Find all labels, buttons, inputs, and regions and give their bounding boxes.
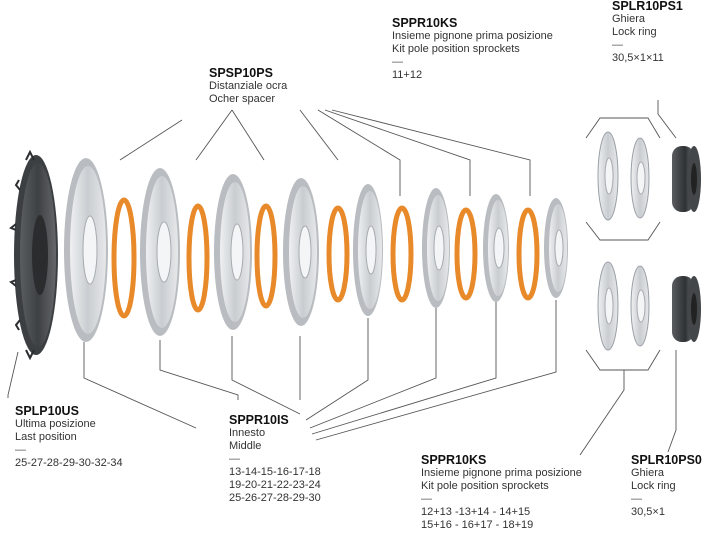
label-sppr10ks-bottom: SPPR10KS Insieme pignone prima posizione… <box>421 454 582 532</box>
spacer-3 <box>254 203 278 309</box>
part-code: SPPR10KS <box>421 453 487 467</box>
lock-ring-top <box>672 146 701 212</box>
part-name-en: Kit pole position sprockets <box>392 43 520 55</box>
part-name-it: Ghiera <box>631 467 665 479</box>
spacer-5 <box>390 205 414 303</box>
label-splr10ps0: SPLR10PS0 Ghiera Lock ring — 30,5×1 <box>631 454 702 519</box>
part-name-it: Innesto <box>229 427 266 439</box>
part-value: 30,5×1×11 <box>612 52 664 64</box>
part-name-en: Last position <box>15 431 77 443</box>
part-name-it: Ultima posizione <box>15 418 96 430</box>
part-name-it: Distanziale ocra <box>209 80 288 92</box>
part-code: SPLR10PS1 <box>612 0 683 13</box>
label-spsp10ps: SPSP10PS Distanziale ocra Ocher spacer <box>209 67 287 106</box>
part-name-en: Ocher spacer <box>209 93 276 105</box>
part-value: 25-26-27-28-29-30 <box>229 492 321 504</box>
sprocket-7 <box>483 194 509 302</box>
label-sppr10is: SPPR10IS Innesto Middle — 13-14-15-16-17… <box>229 414 321 505</box>
spacer-4 <box>326 205 350 303</box>
kit-sprockets-bottom <box>597 261 650 351</box>
spacer-1 <box>111 197 137 319</box>
part-name-en: Lock ring <box>631 480 676 492</box>
part-code: SPPR10IS <box>229 413 289 427</box>
part-name-en: Middle <box>229 440 262 452</box>
separator-dash: — <box>392 56 403 68</box>
sprocket-5 <box>353 184 383 316</box>
part-code: SPSP10PS <box>209 66 273 80</box>
part-value: 12+13 -13+14 - 14+15 <box>421 506 531 518</box>
part-name-en: Lock ring <box>612 26 657 38</box>
part-value: 19-20-21-22-23-24 <box>229 479 321 491</box>
sprocket-1 <box>64 158 108 342</box>
part-code: SPLP10US <box>15 404 79 418</box>
part-value: 15+16 - 16+17 - 18+19 <box>421 519 534 531</box>
spacer-6 <box>454 207 478 301</box>
label-splr10ps1: SPLR10PS1 Ghiera Lock ring — 30,5×1×11 <box>612 0 683 65</box>
part-code: SPPR10KS <box>392 16 458 30</box>
part-name-en: Kit pole position sprockets <box>421 480 549 492</box>
sprocket-8 <box>544 198 568 298</box>
sprocket-3 <box>214 174 252 330</box>
sprocket-last-position <box>9 149 58 361</box>
sprocket-4 <box>283 178 319 326</box>
sprocket-2 <box>140 168 180 336</box>
part-code: SPLR10PS0 <box>631 453 702 467</box>
separator-dash: — <box>612 39 623 51</box>
part-name-it: Insieme pignone prima posizione <box>392 30 553 42</box>
part-name-it: Ghiera <box>612 13 646 25</box>
spacer-2 <box>186 203 210 313</box>
separator-dash: — <box>631 493 642 505</box>
sprocket-6 <box>422 188 450 308</box>
label-splp10us: SPLP10US Ultima posizione Last position … <box>15 405 123 470</box>
separator-dash: — <box>15 444 26 456</box>
part-value: 13-14-15-16-17-18 <box>229 466 321 478</box>
label-sppr10ks-top: SPPR10KS Insieme pignone prima posizione… <box>392 17 553 82</box>
lock-ring-bottom <box>672 276 701 342</box>
leader-lines <box>7 100 677 456</box>
part-value: 25-27-28-29-30-32-34 <box>15 457 123 469</box>
spacer-7 <box>516 207 540 301</box>
separator-dash: — <box>421 493 432 505</box>
part-value: 11+12 <box>392 69 423 81</box>
separator-dash: — <box>229 453 240 465</box>
part-value: 30,5×1 <box>631 506 665 518</box>
part-name-it: Insieme pignone prima posizione <box>421 467 582 479</box>
kit-sprockets-top <box>597 131 650 221</box>
